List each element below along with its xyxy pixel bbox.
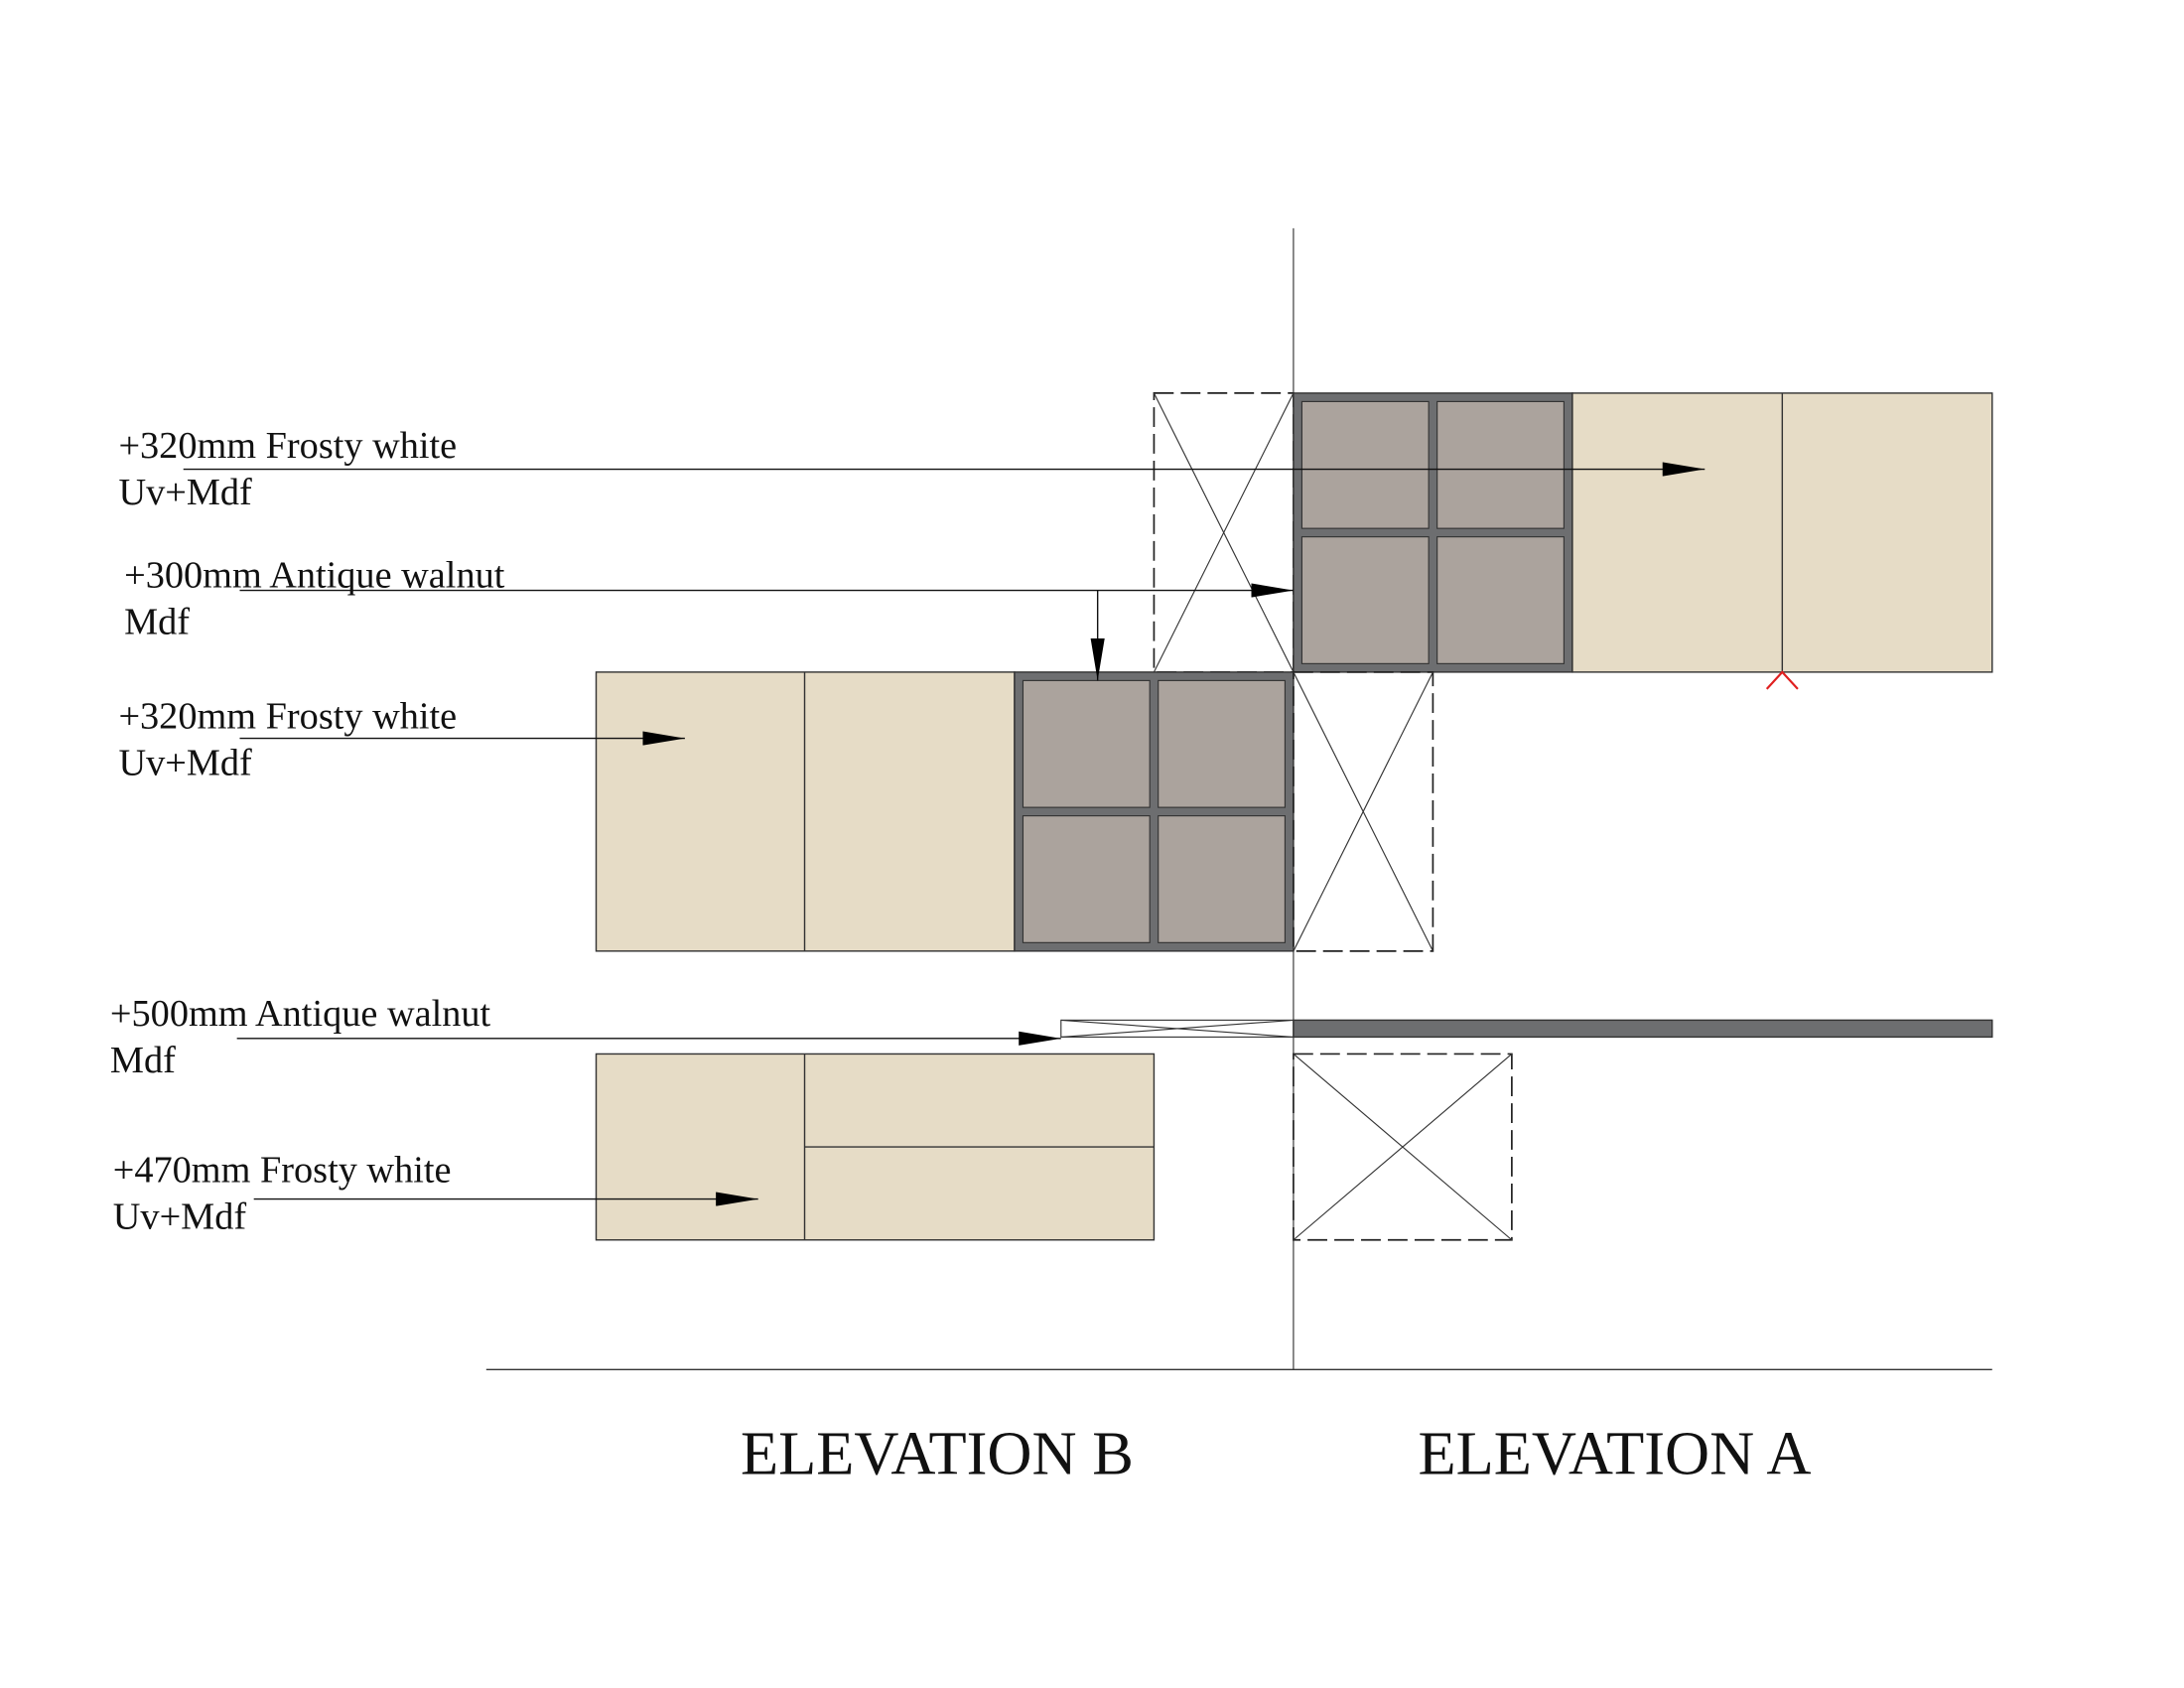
blind-corner-upper-a [1153, 392, 1295, 673]
frosty-base-cabinet-b [595, 1053, 1156, 1241]
annotation-2-line2: Mdf [124, 602, 190, 643]
title-elevation-a: ELEVATION A [1419, 1418, 1812, 1487]
blind-corner-upper-b [1293, 671, 1434, 952]
countertop-b [1060, 1019, 1295, 1038]
annotation-3-line1: +320mm Frosty white [118, 696, 457, 738]
blind-corner-base-a [1293, 1053, 1513, 1241]
frosty-cabinet-upper-a [1571, 392, 1993, 690]
annotation-4-line1: +500mm Antique walnut [110, 993, 491, 1035]
countertop-a [1293, 1019, 1993, 1039]
annotation-2-line1: +300mm Antique walnut [124, 555, 505, 597]
glass-cabinet-upper-b [1014, 671, 1295, 952]
annotation-5-line2: Uv+Mdf [113, 1196, 247, 1237]
annotation-4-line2: Mdf [110, 1040, 176, 1081]
frosty-cabinet-upper-b [595, 671, 1016, 952]
annotation-5-line1: +470mm Frosty white [113, 1150, 452, 1192]
annotation-3-line2: Uv+Mdf [118, 742, 252, 783]
door-opening-marker-icon [1765, 670, 1799, 690]
glass-cabinet-upper-a [1293, 392, 1573, 673]
annotation-1-line2: Uv+Mdf [118, 472, 252, 513]
title-elevation-b: ELEVATION B [741, 1418, 1134, 1487]
annotation-1-line1: +320mm Frosty white [118, 425, 457, 467]
